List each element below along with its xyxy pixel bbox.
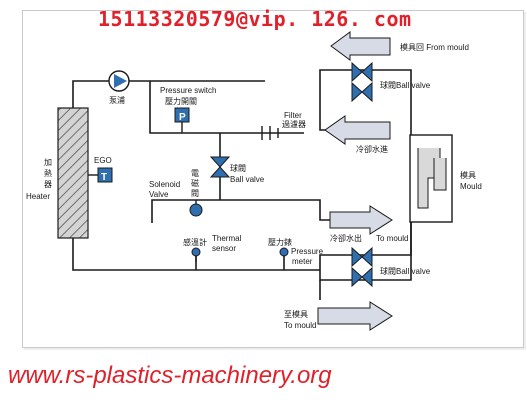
solenoid-zh-label-1: 電 [191, 169, 199, 178]
heater-zh-label-2: 熱 [44, 168, 52, 178]
thermal-sensor-icon [191, 247, 201, 262]
filter-zh-label: 過濾器 [282, 119, 306, 129]
to-mould-right-label: To mould [376, 234, 408, 243]
pressure-switch-symbol: P [179, 112, 186, 123]
contact-email: 15113320579@vip. 126. com [98, 7, 412, 31]
cooling-in-label: 冷卻水進 [356, 144, 388, 154]
ball-valve-mid-zh-label: 球閥 [230, 163, 246, 173]
pressure-switch-en-label: Pressure switch [160, 86, 216, 95]
thermal-label-1: Thermal [212, 234, 242, 243]
to-mould-en-label: To mould [284, 321, 316, 330]
pump-icon [108, 70, 130, 92]
ball-valve-top-2-icon [351, 81, 373, 103]
heater-zh-label-3: 器 [44, 180, 52, 189]
mould-block [409, 134, 453, 223]
filter-en-label: Filter [284, 111, 302, 120]
heater-en-label: Heater [26, 192, 50, 201]
temp-sensor-zh-label: 感溫計 [183, 237, 207, 247]
ball-valve-top-1-icon [351, 61, 373, 83]
arrow-to-mould [317, 301, 393, 331]
pressure-switch-zh-label: 壓力開關 [165, 96, 197, 106]
solenoid-zh-label-2: 磁 [191, 178, 199, 188]
mould-zh-label: 模具 [460, 170, 476, 180]
pressure-meter-label-2: meter [292, 257, 313, 266]
pump-label: 泵浦 [109, 95, 125, 105]
from-mould-label: 模具回 From mould [400, 42, 469, 52]
ball-valve-mid-en-label: Ball valve [230, 175, 265, 184]
mould-en-label: Mould [460, 182, 482, 191]
ball-valve-bottom-label: 球閥Ball valve [380, 266, 431, 276]
flow-arrows [317, 31, 393, 331]
solenoid-zh-label-3: 閥 [191, 189, 199, 198]
ego-symbol: T [101, 172, 107, 183]
solenoid-label-1: Solenoid [149, 180, 180, 189]
filter-icon [261, 126, 279, 140]
heater-zh-label-1: 加 [44, 157, 52, 167]
pressure-meter-label-1: Pressure [291, 247, 324, 256]
ball-valve-center-icon [209, 156, 231, 178]
heater [57, 107, 89, 239]
cooling-out-label: 冷卻水出 [330, 233, 362, 243]
arrow-cooling-in [324, 115, 391, 145]
thermal-label-2: sensor [212, 244, 236, 253]
gauge-zh-label: 壓力錶 [268, 237, 292, 247]
labels: 模具回 From mould 泵浦 Pressure switch 壓力開關 P… [26, 42, 482, 330]
pressure-meter-icon [279, 247, 289, 257]
solenoid-valve-icon [189, 200, 203, 217]
arrow-from-mould [330, 31, 391, 61]
arrow-cooling-out [329, 205, 393, 235]
solenoid-label-2: Valve [149, 190, 169, 199]
ball-valve-bottom-1-icon [351, 246, 373, 268]
to-mould-zh-label: 至模具 [284, 309, 308, 319]
website-url: www.rs-plastics-machinery.org [8, 362, 332, 389]
ball-valve-top-label: 球閥Ball valve [380, 80, 431, 90]
ego-label: EGO [94, 156, 112, 165]
ball-valve-bottom-2-icon [351, 266, 373, 288]
